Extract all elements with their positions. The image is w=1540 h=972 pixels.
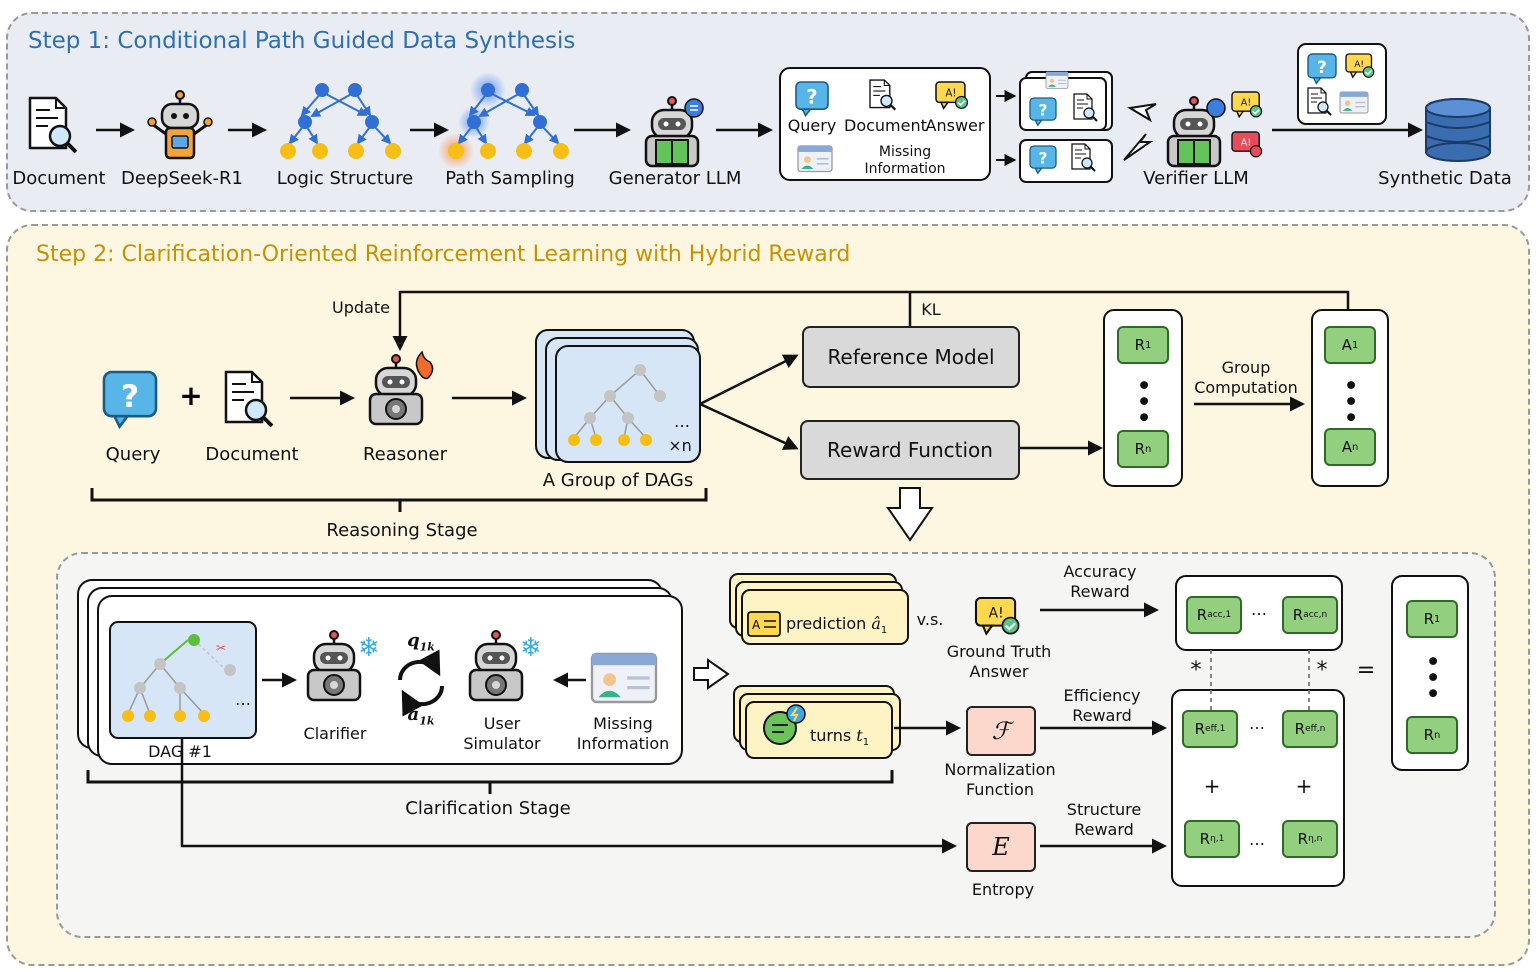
label-reasoning-stage: Reasoning Stage <box>326 520 478 541</box>
eta-ellipsis: … <box>1249 830 1265 849</box>
star-left: * <box>1190 658 1202 683</box>
acc-ellipsis: … <box>1251 600 1267 619</box>
label-clarifier: Clarifier <box>303 724 367 743</box>
label-entropy: Entropy <box>971 880 1035 899</box>
label-user-simulator: User Simulator <box>463 714 541 753</box>
generator-robot-icon <box>644 95 704 168</box>
deepseek-robot-icon <box>147 90 213 160</box>
label-efficiency-reward: Efficiency Reward <box>1063 686 1141 725</box>
label-kl: KL <box>921 300 941 319</box>
eff-ellipsis: … <box>1249 714 1265 733</box>
cycle-icon <box>397 649 445 717</box>
step1-title: Step 1: Conditional Path Guided Data Syn… <box>28 28 576 54</box>
reference-model-box: Reference Model <box>802 326 1020 388</box>
label-vs: v.s. <box>916 610 944 629</box>
label-normalization: Normalization Function <box>944 760 1056 799</box>
svg-text:❄: ❄ <box>358 633 380 663</box>
label-path-sampling: Path Sampling <box>445 168 575 189</box>
label-document-s2: Document <box>205 444 299 465</box>
equals-sign: = <box>1356 658 1376 683</box>
dag-group-stack <box>535 329 701 463</box>
path-sampling-dag <box>438 72 569 169</box>
final-reward-dots: ••• <box>1419 654 1444 703</box>
label-verifier: Verifier LLM <box>1143 168 1249 189</box>
step1-document-icon <box>28 96 78 154</box>
label-turns: turns t1 <box>810 726 870 749</box>
label-xn: ×n <box>668 436 692 455</box>
reward-dots: ••• <box>1130 378 1155 427</box>
label-q1k: q1k <box>407 630 435 654</box>
label-document-s1: Document <box>844 116 927 135</box>
label-a1k: a1k <box>407 704 435 728</box>
dag-ellipsis: … <box>674 412 690 431</box>
plus-right: + <box>1295 774 1313 798</box>
entropy-box: E <box>966 822 1036 872</box>
reward-function-box: Reward Function <box>800 420 1020 480</box>
label-prediction: prediction â1 <box>786 614 888 637</box>
dag1-ellipsis: … <box>235 690 251 709</box>
label-missing-s1: Missing Information <box>864 144 946 177</box>
label-logic-structure: Logic Structure <box>276 168 414 189</box>
star-right: * <box>1316 658 1328 683</box>
step1-panel <box>6 12 1530 212</box>
label-document: Document <box>12 168 106 189</box>
label-query-s2: Query <box>105 444 161 465</box>
label-synthetic: Synthetic Data <box>1378 168 1512 189</box>
step2-title: Step 2: Clarification-Oriented Reinforce… <box>36 242 851 267</box>
label-deepseek: DeepSeek-R1 <box>121 168 243 189</box>
advantage-dots: ••• <box>1337 378 1362 427</box>
svg-text:A!: A! <box>1241 138 1251 149</box>
plus-left: + <box>1203 774 1221 798</box>
label-missing-clar: Missing Information <box>576 714 670 753</box>
label-accuracy-reward: Accuracy Reward <box>1063 562 1137 601</box>
label-update: Update <box>332 298 390 317</box>
verify-pass-icon <box>1231 91 1263 118</box>
prediction-card <box>741 589 909 645</box>
svg-text:+: + <box>179 379 202 412</box>
label-structure-reward: Structure Reward <box>1066 800 1142 839</box>
label-dag1: DAG #1 <box>148 742 212 761</box>
label-ground-truth: Ground Truth Answer <box>946 642 1052 681</box>
ground-truth-icon <box>974 596 1020 635</box>
label-query-s1: Query <box>787 116 837 135</box>
synthetic-database-icon <box>1425 98 1491 162</box>
missing-info-icon-step1 <box>797 145 833 173</box>
reasoner-robot-icon <box>368 350 434 426</box>
label-group-computation: Group Computation <box>1194 358 1298 397</box>
label-generator: Generator LLM <box>608 168 742 189</box>
label-reasoner: Reasoner <box>362 444 448 465</box>
label-clarification-stage: Clarification Stage <box>405 798 571 819</box>
svg-text:❄: ❄ <box>520 633 542 663</box>
normalization-box: ℱ <box>966 706 1036 756</box>
svg-text:A: A <box>752 618 761 632</box>
query-icon-step2 <box>102 370 158 428</box>
svg-text:✂: ✂ <box>216 641 226 655</box>
verifier-robot-icon <box>1166 95 1226 168</box>
clarifier-robot-icon: ❄ <box>306 629 380 702</box>
prediction-icon: A <box>747 611 781 637</box>
document-icon-step2 <box>224 370 274 428</box>
label-dag-group: A Group of DAGs <box>542 470 694 491</box>
missing-info-icon-clar <box>590 652 658 704</box>
chat-icon <box>763 704 806 745</box>
logic-structure-dag <box>280 83 401 159</box>
user-simulator-robot-icon: ❄ <box>468 629 542 702</box>
label-answer-s1: Answer <box>925 116 985 135</box>
verify-fail-icon: A! <box>1231 131 1263 158</box>
